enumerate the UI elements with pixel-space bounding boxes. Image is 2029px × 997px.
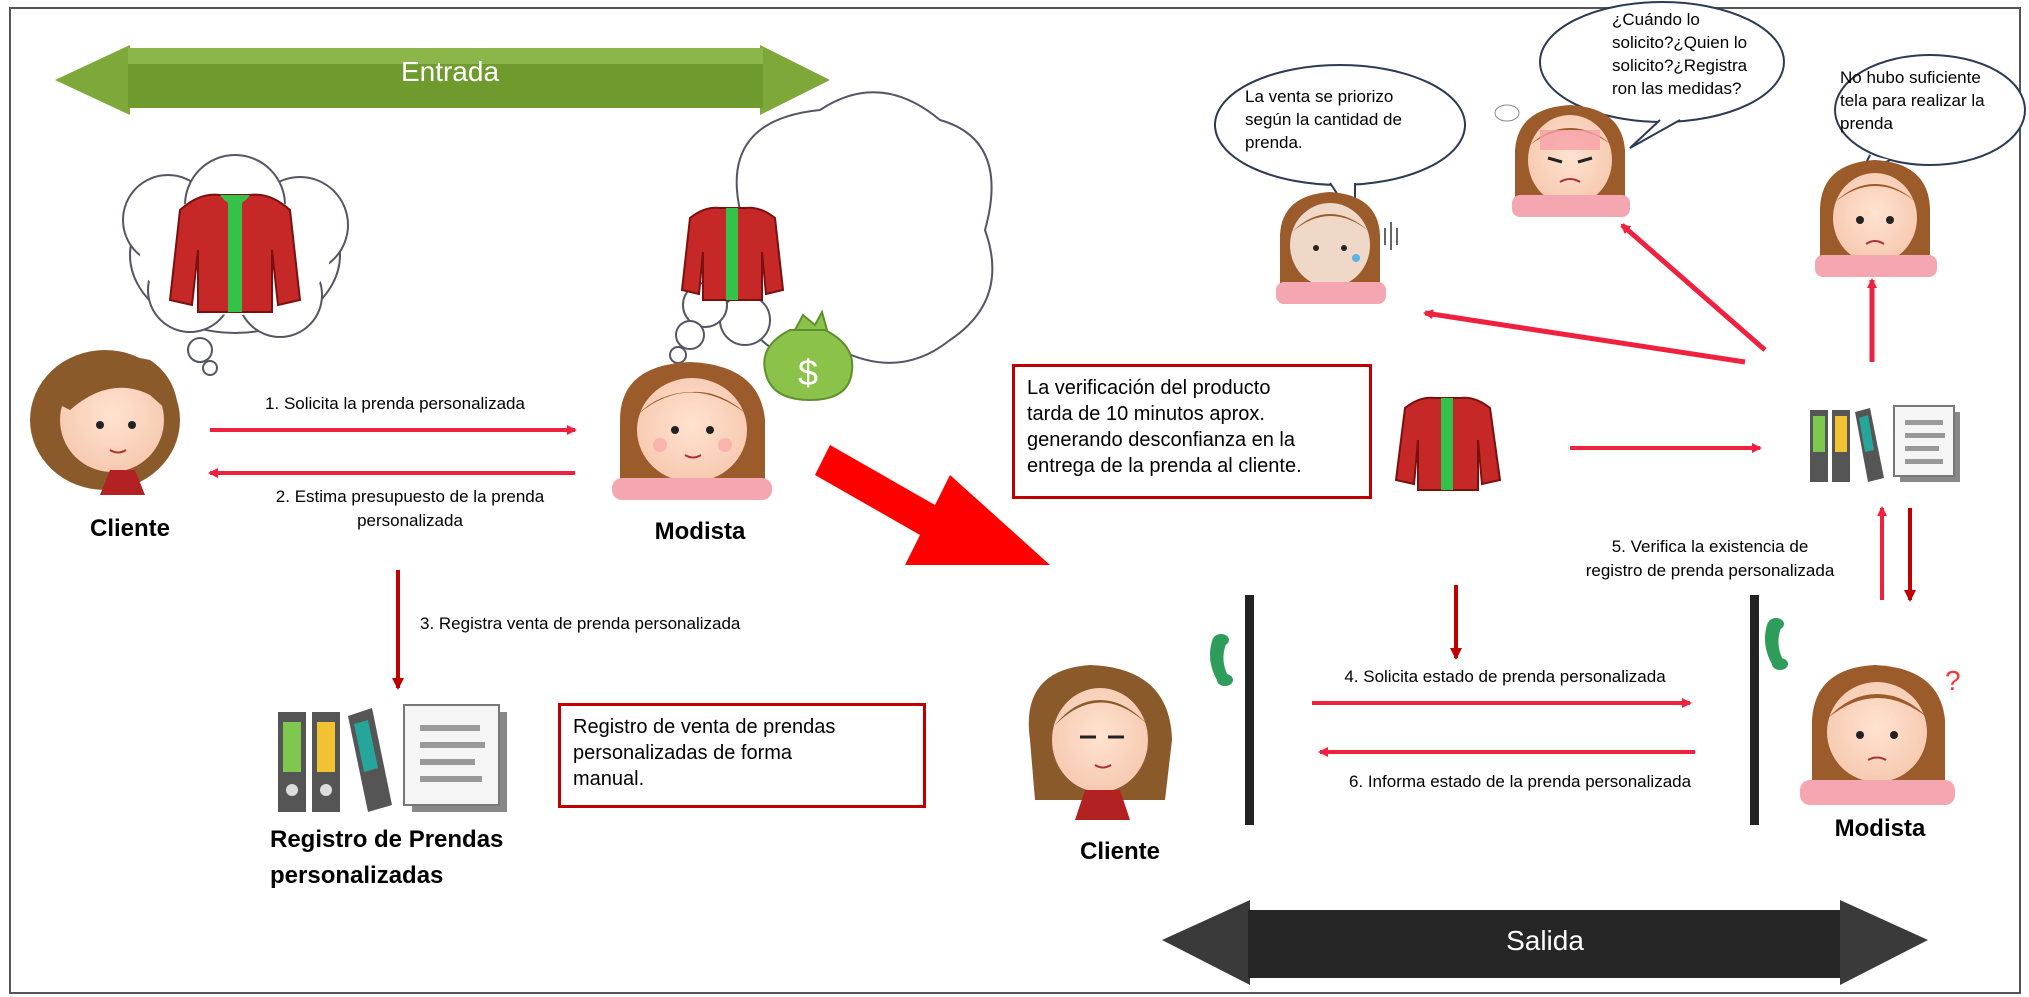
document-icon (403, 704, 507, 812)
binders-icon (1810, 408, 1884, 482)
document-icon (1893, 405, 1960, 482)
speech-bubble-questions (1539, 1, 1785, 149)
phone-handset-icon (1764, 618, 1788, 670)
step1-label: 1. Solicita la prenda personalizada (265, 394, 525, 413)
client-avatar (30, 350, 180, 495)
sad-person-avatar (1815, 160, 1937, 277)
arrow-registry-to-questions (1620, 223, 1767, 352)
salida-label: Salida (1506, 925, 1584, 956)
page-frame (9, 7, 2021, 994)
modista-avatar: ? (1800, 665, 1961, 805)
client-name-right: Cliente (1079, 838, 1160, 865)
phone-divider-right (1750, 595, 1759, 825)
arrow-registry-to-priority (1423, 309, 1746, 365)
jacket-icon (168, 193, 302, 313)
svg-text:?: ? (1945, 665, 1961, 696)
step3-label: 3. Registra venta de prenda personalizad… (420, 614, 741, 633)
client-avatar (1028, 665, 1172, 820)
bubble-questions-text: ¿Cuándo lo solicito?¿Quien lo solicito?¿… (1612, 10, 1748, 98)
note-manual-registry: Registro de venta de prendas personaliza… (558, 703, 926, 808)
jacket-icon (1394, 396, 1502, 491)
jacket-icon (680, 206, 785, 301)
client-name-left: Cliente (89, 515, 170, 542)
salida-banner (1162, 900, 1928, 985)
registry-name: Registro de Prendas personalizadas (270, 826, 504, 889)
entrada-label: Entrada (400, 56, 500, 87)
step5-label: 5. Verifica la existencia de registro de… (1585, 537, 1835, 580)
svg-text:$: $ (798, 352, 818, 393)
modista-thought-cloud (669, 91, 994, 364)
step4-label: 4. Solicita estado de prenda personaliza… (1344, 667, 1666, 686)
worried-person-avatar (1276, 192, 1398, 304)
modista-name-right: Modista (1834, 815, 1926, 842)
modista-avatar (612, 362, 772, 500)
phone-divider-left (1245, 595, 1254, 825)
step2-label: 2. Estima presupuesto de la prenda perso… (275, 487, 545, 530)
note-verification: La verificación del producto tarda de 10… (1012, 364, 1372, 499)
bubble-fabric-text: No hubo suficiente tela para realizar la… (1840, 68, 1985, 133)
modista-name-left: Modista (654, 518, 746, 545)
binders-icon (278, 708, 392, 812)
entrada-banner (55, 45, 830, 115)
bubble-priority-text: La venta se priorizo según la cantidad d… (1245, 87, 1402, 152)
step6-label: 6. Informa estado de la prenda personali… (1348, 772, 1692, 791)
money-bag-icon: $ (763, 309, 854, 402)
angry-person-avatar (1494, 104, 1630, 217)
phone-handset-icon (1209, 634, 1233, 686)
big-transition-arrow (815, 445, 1050, 565)
